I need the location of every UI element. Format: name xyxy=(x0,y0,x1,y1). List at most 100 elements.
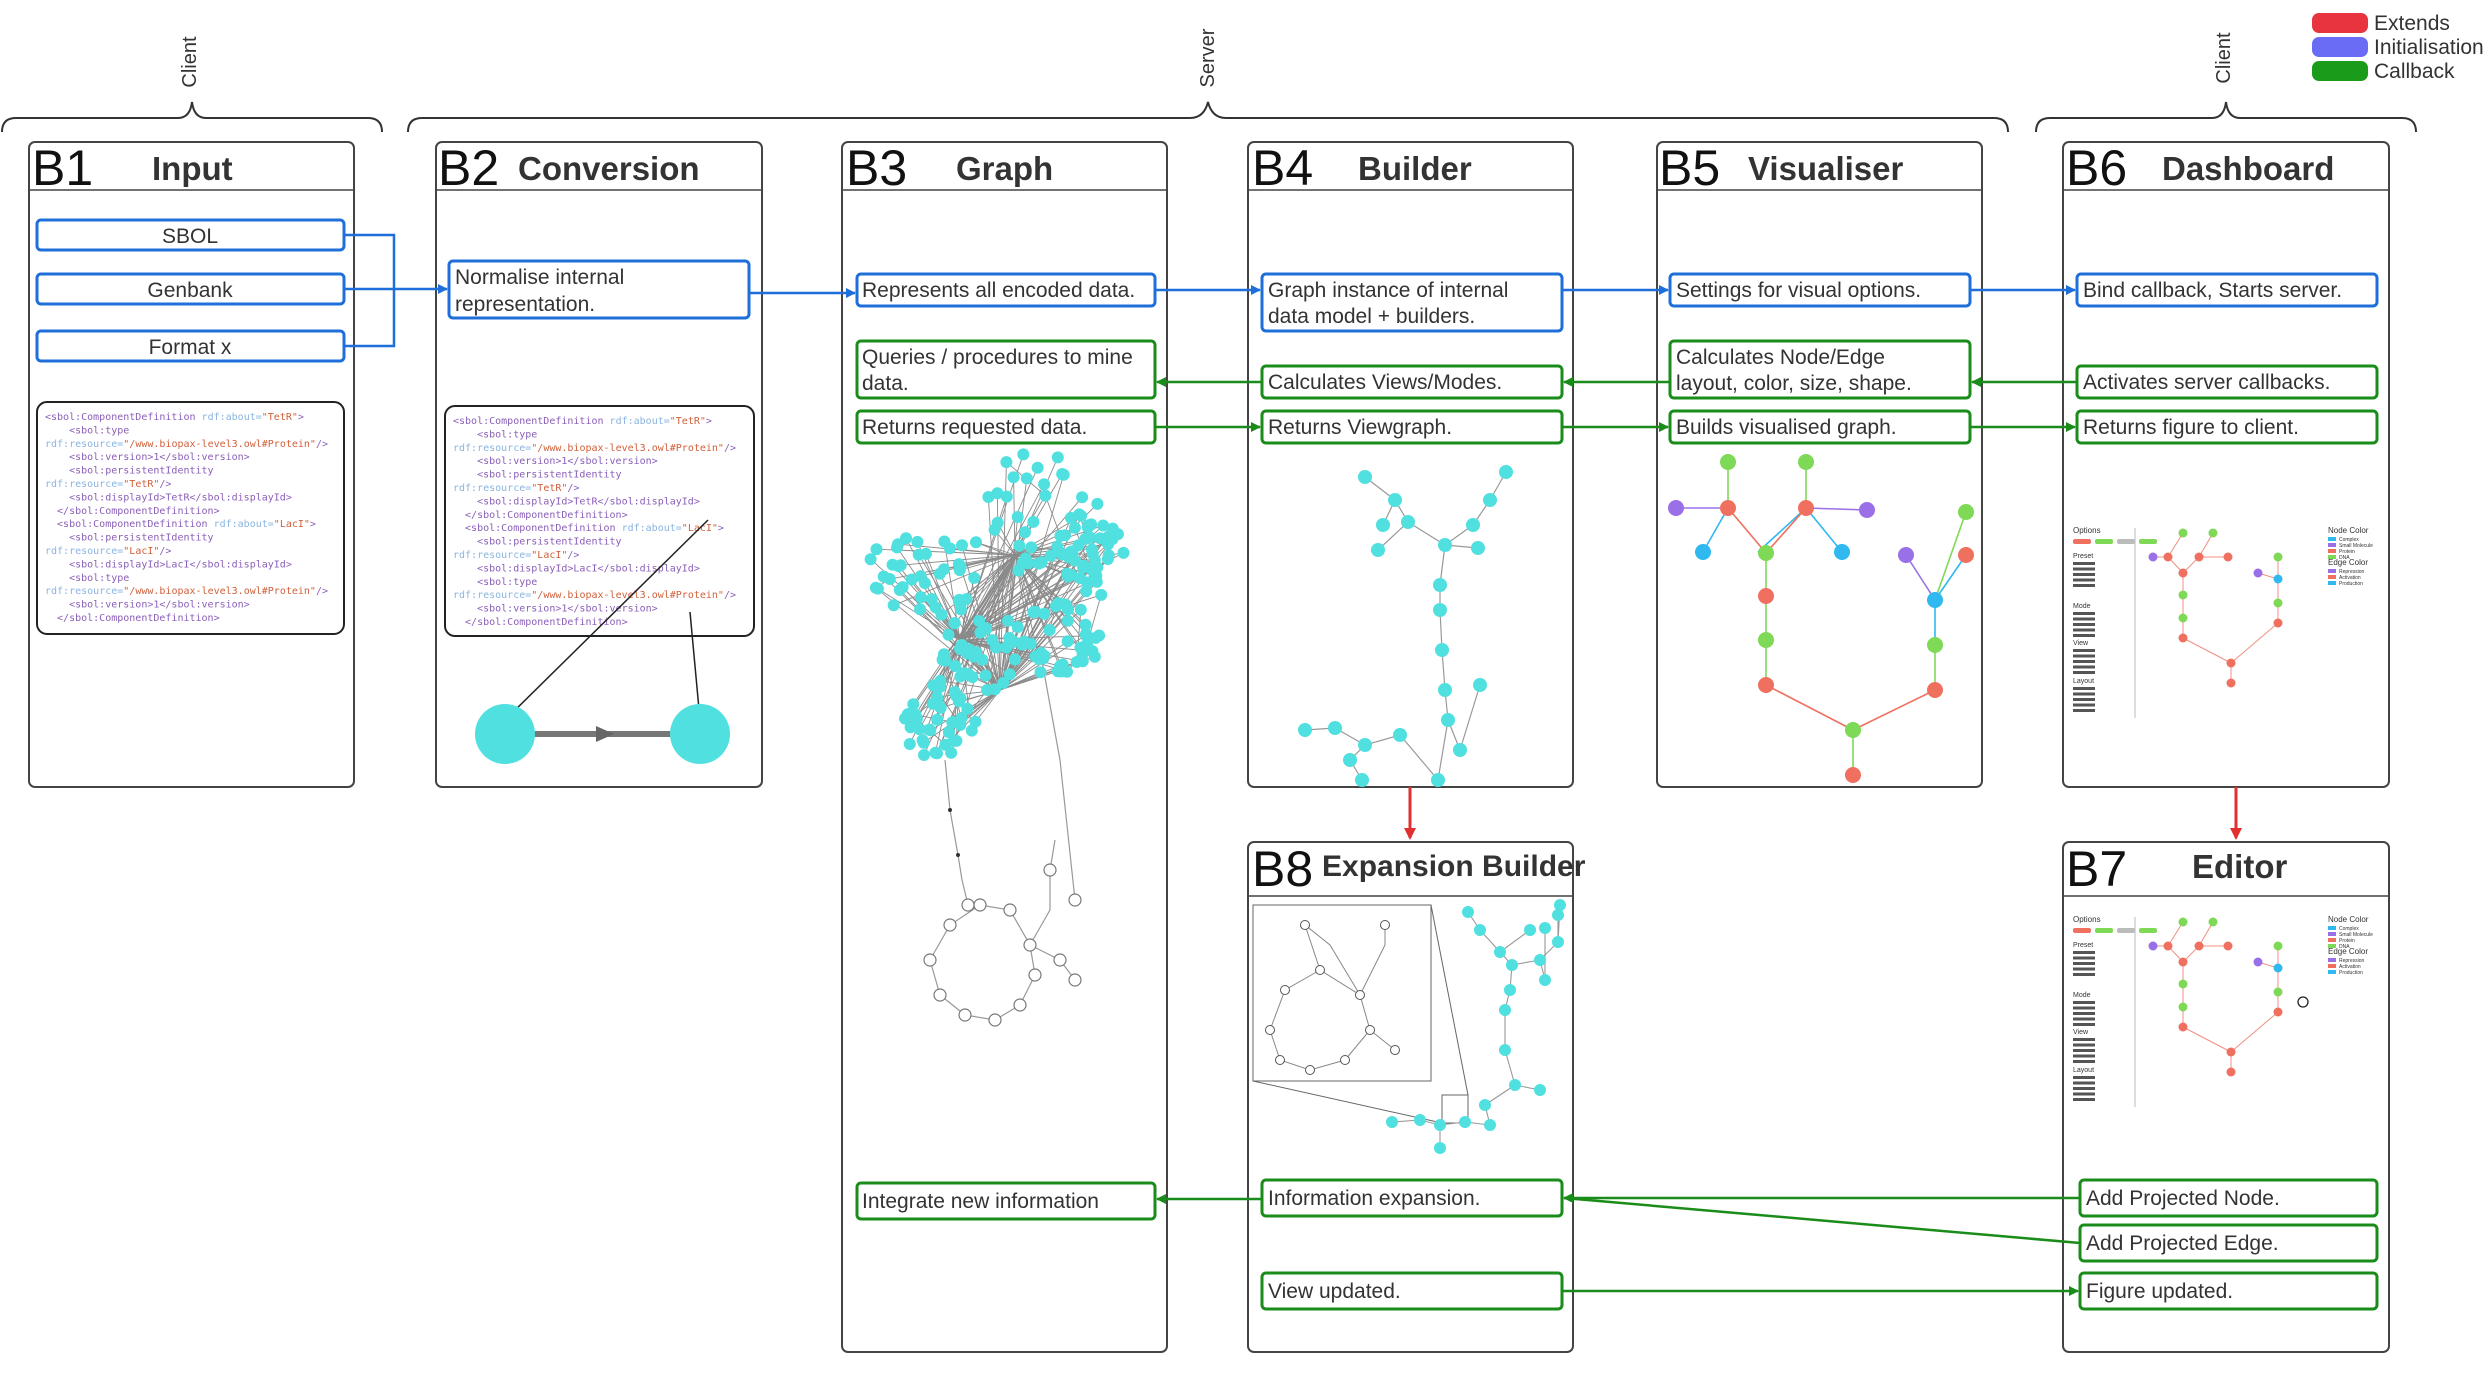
code-line: <sbol:version>1</sbol:version> xyxy=(453,604,658,615)
mini-swatch xyxy=(2095,539,2113,544)
mini-section-2: View xyxy=(2073,1029,2089,1036)
graph-node xyxy=(973,615,985,627)
box-activates-label: Activates server callbacks. xyxy=(2083,371,2330,394)
mini-legend-swatch xyxy=(2328,581,2336,585)
mini-node xyxy=(2179,529,2188,538)
box-returns-figure-label: Returns figure to client. xyxy=(2083,416,2299,439)
graph-node xyxy=(1013,565,1025,577)
mini-legend-swatch xyxy=(2328,575,2336,579)
graph-node xyxy=(871,543,883,555)
mini-node xyxy=(2195,553,2204,562)
conversion-node-laci xyxy=(670,704,730,764)
box-normalise-line2: representation. xyxy=(455,293,595,316)
edge xyxy=(1400,735,1438,780)
code-line: <sbol:type xyxy=(453,429,537,440)
panel-b1-id: B1 xyxy=(32,140,93,196)
graph-node xyxy=(1927,592,1943,608)
graph-node xyxy=(943,629,955,641)
legend-swatch-callback xyxy=(2312,61,2368,81)
zoom-line xyxy=(1253,1081,1442,1123)
projected-node xyxy=(2298,997,2308,1007)
edge xyxy=(1853,690,1935,730)
mini-node xyxy=(2274,619,2283,628)
graph-node xyxy=(1845,767,1861,783)
mini-node xyxy=(2164,553,2173,562)
mini-node xyxy=(2274,942,2283,951)
client-right-label: Client xyxy=(2213,32,2235,84)
graph-node xyxy=(1062,615,1074,627)
graph-node xyxy=(1434,1119,1446,1131)
graph-node xyxy=(905,721,917,733)
graph-node xyxy=(1401,515,1415,529)
graph-node xyxy=(1859,502,1875,518)
graph-node xyxy=(1539,974,1551,986)
panel-b7-id: B7 xyxy=(2066,841,2127,897)
panel-b6-id: B6 xyxy=(2066,140,2127,196)
graph-node xyxy=(980,670,992,682)
graph-node xyxy=(1118,547,1130,559)
mini-row xyxy=(2073,968,2095,971)
graph-node xyxy=(1483,493,1497,507)
code-line: <sbol:type xyxy=(45,573,129,584)
server-brace xyxy=(408,102,2008,132)
mini-legend-swatch xyxy=(2328,964,2336,968)
graph-node xyxy=(893,560,905,572)
graph-node xyxy=(1459,1116,1471,1128)
graph-node xyxy=(1281,986,1290,995)
code-line: rdf:resource="TetR"/> xyxy=(453,483,579,494)
mini-node xyxy=(2179,569,2188,578)
mini-section-2: View xyxy=(2073,640,2089,647)
graph-node xyxy=(917,734,929,746)
graph-node xyxy=(958,667,970,679)
graph-node xyxy=(1074,642,1086,654)
mini-row xyxy=(2073,666,2095,669)
mini-row xyxy=(2073,1093,2095,1096)
mini-row xyxy=(2073,1001,2095,1004)
graph-node xyxy=(1017,448,1029,460)
graph-node xyxy=(1927,637,1943,653)
code-line: <sbol:type xyxy=(453,577,537,588)
graph-node xyxy=(1076,491,1088,503)
graph-node xyxy=(990,642,1002,654)
box-builds-label: Builds visualised graph. xyxy=(1676,416,1897,439)
box-genbank-label: Genbank xyxy=(147,279,233,302)
mini-row xyxy=(2073,687,2095,690)
panel-b4-id: B4 xyxy=(1252,140,1313,196)
mini-row xyxy=(2073,1098,2095,1101)
mini-edge-color-label: Edge Color xyxy=(2328,947,2368,956)
mini-node xyxy=(2179,958,2188,967)
mini-options-label: Options xyxy=(2073,526,2101,535)
mini-node xyxy=(2179,591,2188,600)
graph-node xyxy=(884,573,896,585)
box-graph-instance-line2: data model + builders. xyxy=(1268,305,1475,328)
box-sbol-label: SBOL xyxy=(162,225,218,248)
graph-node xyxy=(931,714,943,726)
box-settings-label: Settings for visual options. xyxy=(1676,279,1921,302)
graph-node xyxy=(1473,678,1487,692)
graph-node xyxy=(962,899,974,911)
mini-node xyxy=(2179,980,2188,989)
graph-node xyxy=(1006,637,1018,649)
graph-node xyxy=(949,686,961,698)
edge xyxy=(1728,508,1766,553)
mini-node xyxy=(2274,553,2283,562)
graph-node xyxy=(1441,713,1455,727)
graph-node xyxy=(1301,921,1310,930)
graph-node xyxy=(1393,728,1407,742)
client-right-brace xyxy=(2036,102,2416,132)
mini-node xyxy=(2209,918,2218,927)
mini-row xyxy=(2073,951,2095,954)
box-represents-label: Represents all encoded data. xyxy=(862,279,1135,302)
mini-row xyxy=(2073,962,2095,965)
graph-node xyxy=(1075,604,1087,616)
zoom-line xyxy=(1431,905,1468,1095)
graph-node xyxy=(1499,1044,1511,1056)
arrow-add-edge-to-expansion xyxy=(1564,1198,2080,1243)
box-integrate-label: Integrate new information xyxy=(862,1190,1099,1213)
box-queries-line1: Queries / procedures to mine xyxy=(862,346,1133,369)
mini-row xyxy=(2073,1082,2095,1085)
mini-swatch xyxy=(2139,539,2157,544)
client-left-label: Client xyxy=(179,36,201,88)
mini-row xyxy=(2073,584,2095,587)
mini-node xyxy=(2179,614,2188,623)
